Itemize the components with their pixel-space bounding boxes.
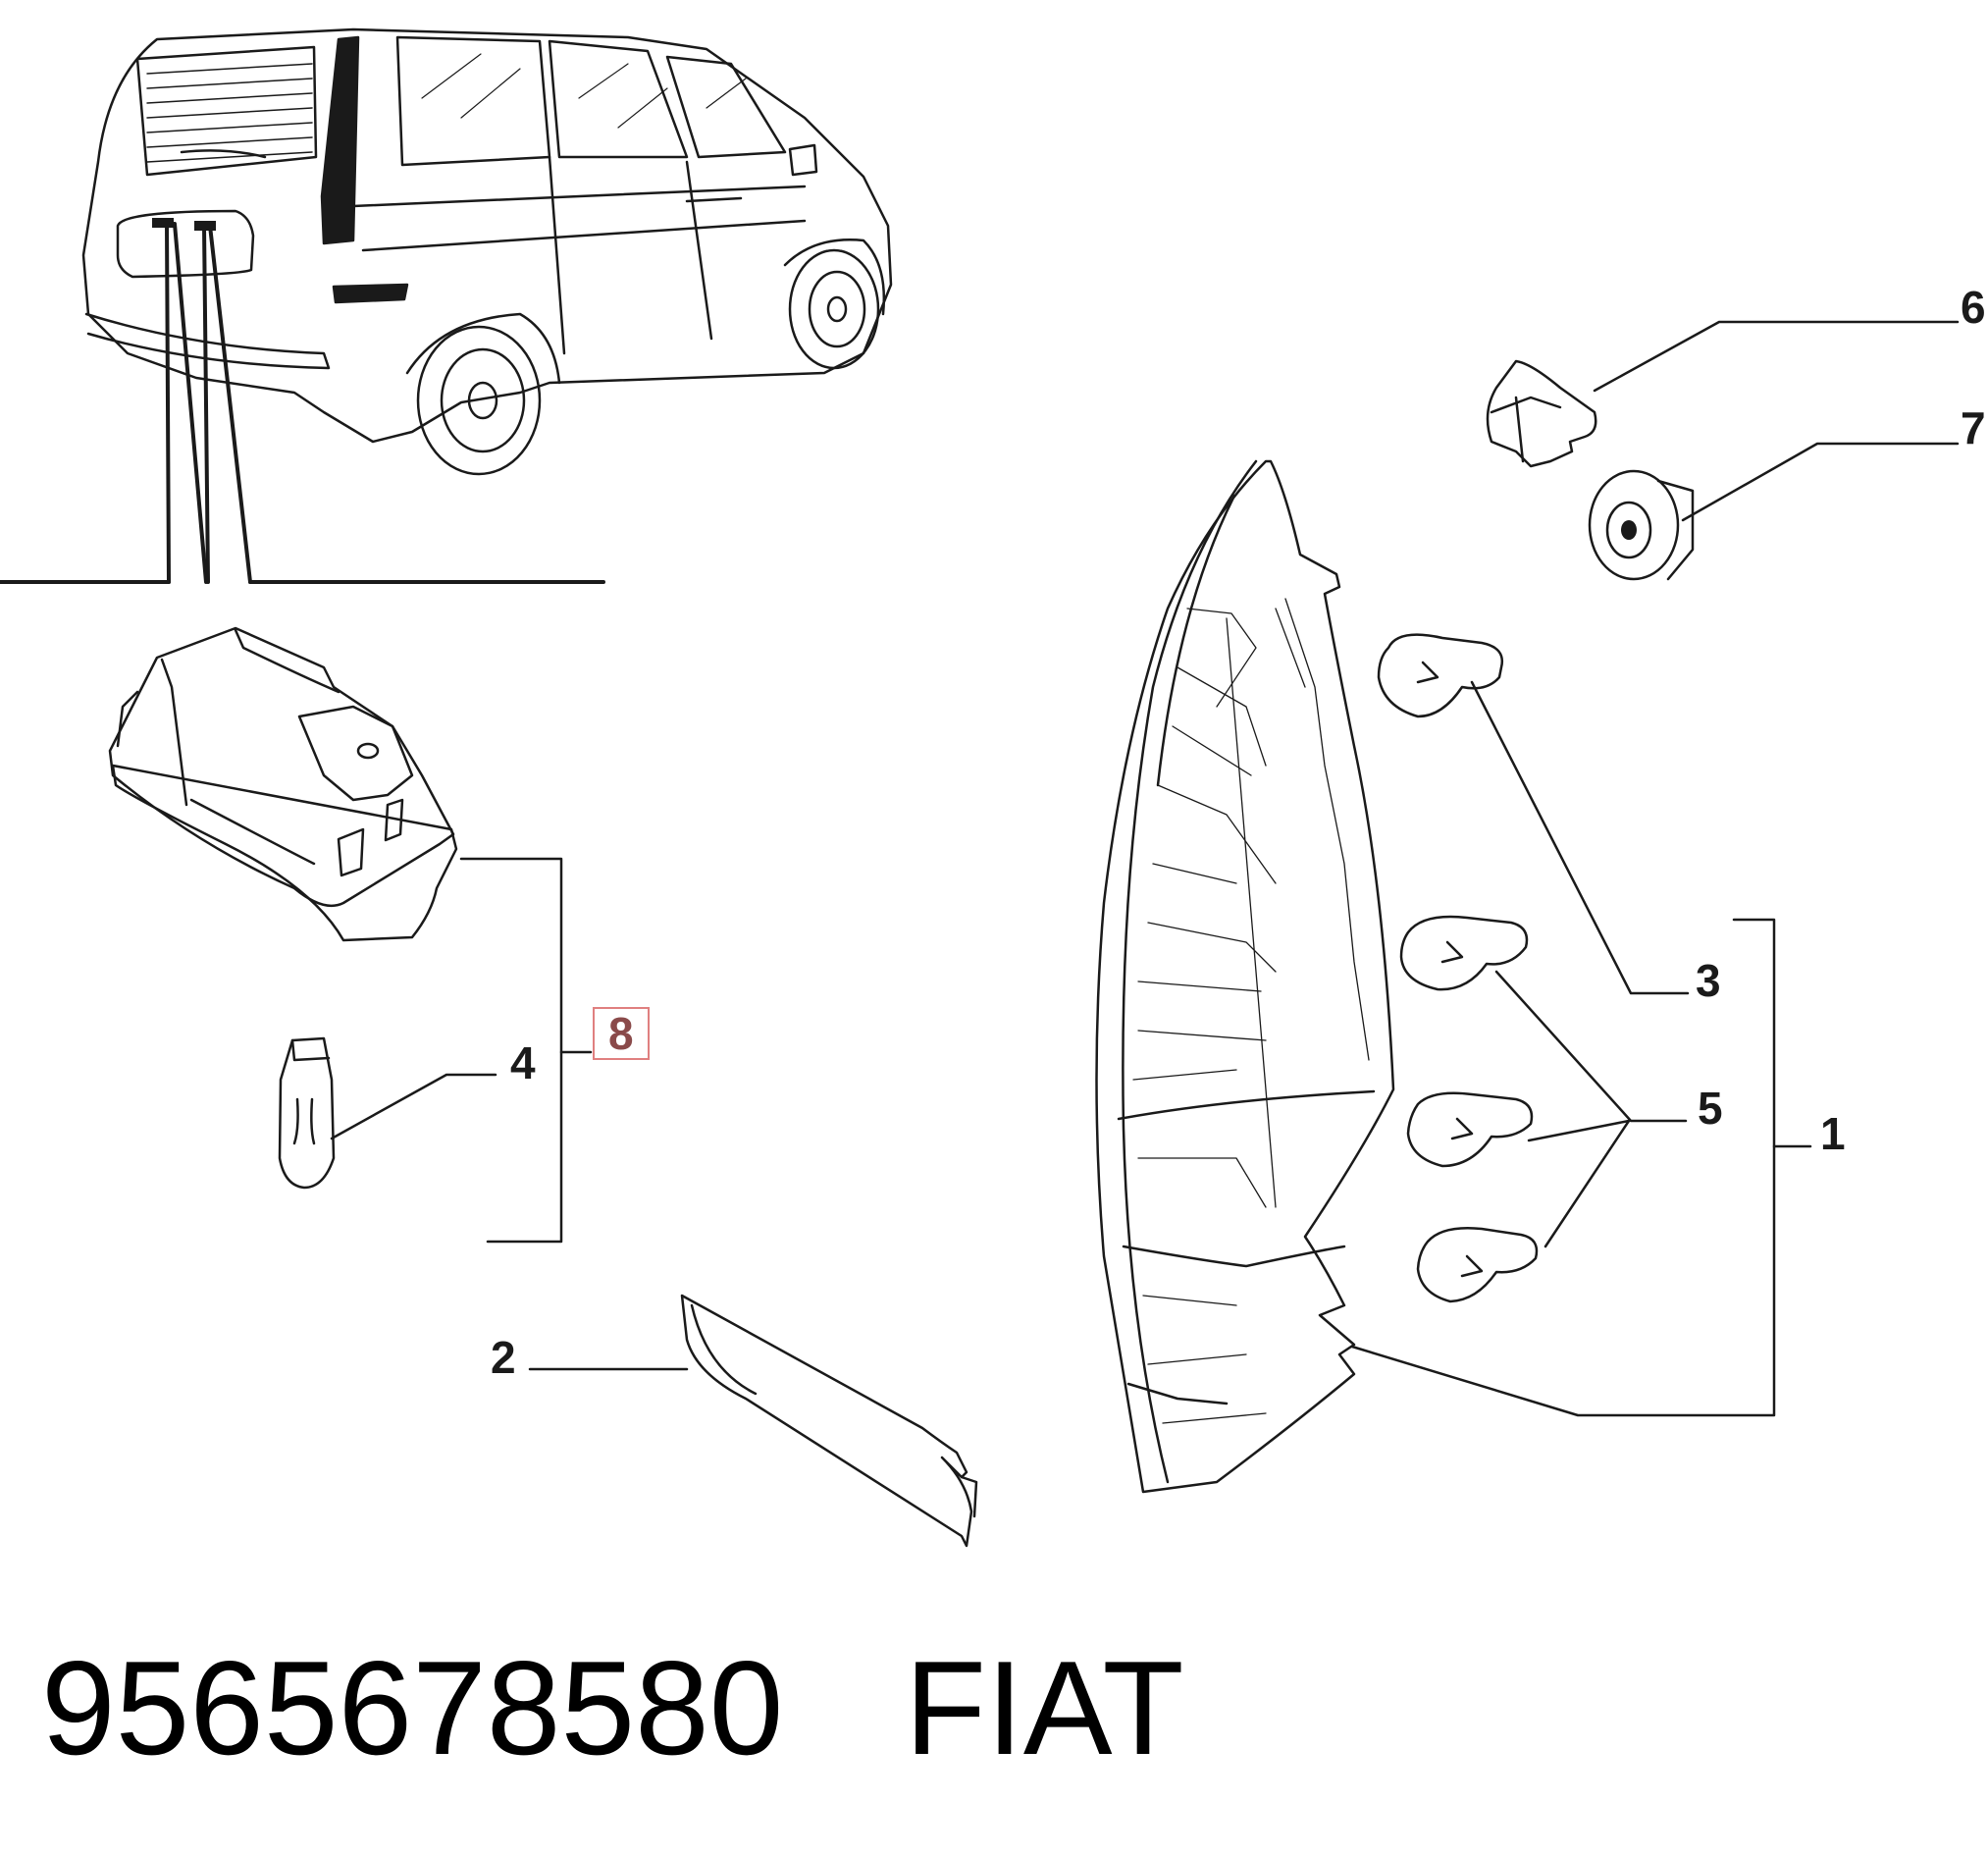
side-reflector — [680, 1294, 978, 1548]
callout-2: 2 — [491, 1332, 516, 1383]
callout-8: 8 — [593, 1007, 650, 1060]
grommet — [1588, 469, 1695, 581]
bulb-3 — [1377, 633, 1504, 718]
brand-name: FIAT — [905, 1633, 1184, 1782]
part-number: 9565678580 — [41, 1633, 784, 1782]
callout-6: 6 — [1961, 282, 1986, 333]
callout-5: 5 — [1698, 1083, 1723, 1134]
plate-light-leader-lines — [0, 222, 605, 584]
bulb-5b — [1406, 1091, 1534, 1168]
bulb-5a — [1399, 915, 1529, 991]
plate-light-housing — [108, 626, 458, 942]
vehicle-rear-view — [81, 27, 893, 476]
callout-1: 1 — [1820, 1108, 1846, 1159]
callout-3: 3 — [1696, 955, 1721, 1006]
tail-light-assembly — [1095, 459, 1395, 1494]
bulb-holder — [1486, 359, 1597, 468]
callout-leaders — [330, 320, 1960, 1417]
wedge-bulb — [278, 1036, 336, 1190]
callout-4: 4 — [510, 1037, 536, 1088]
callout-7: 7 — [1961, 402, 1986, 453]
bulb-5c — [1416, 1227, 1539, 1303]
